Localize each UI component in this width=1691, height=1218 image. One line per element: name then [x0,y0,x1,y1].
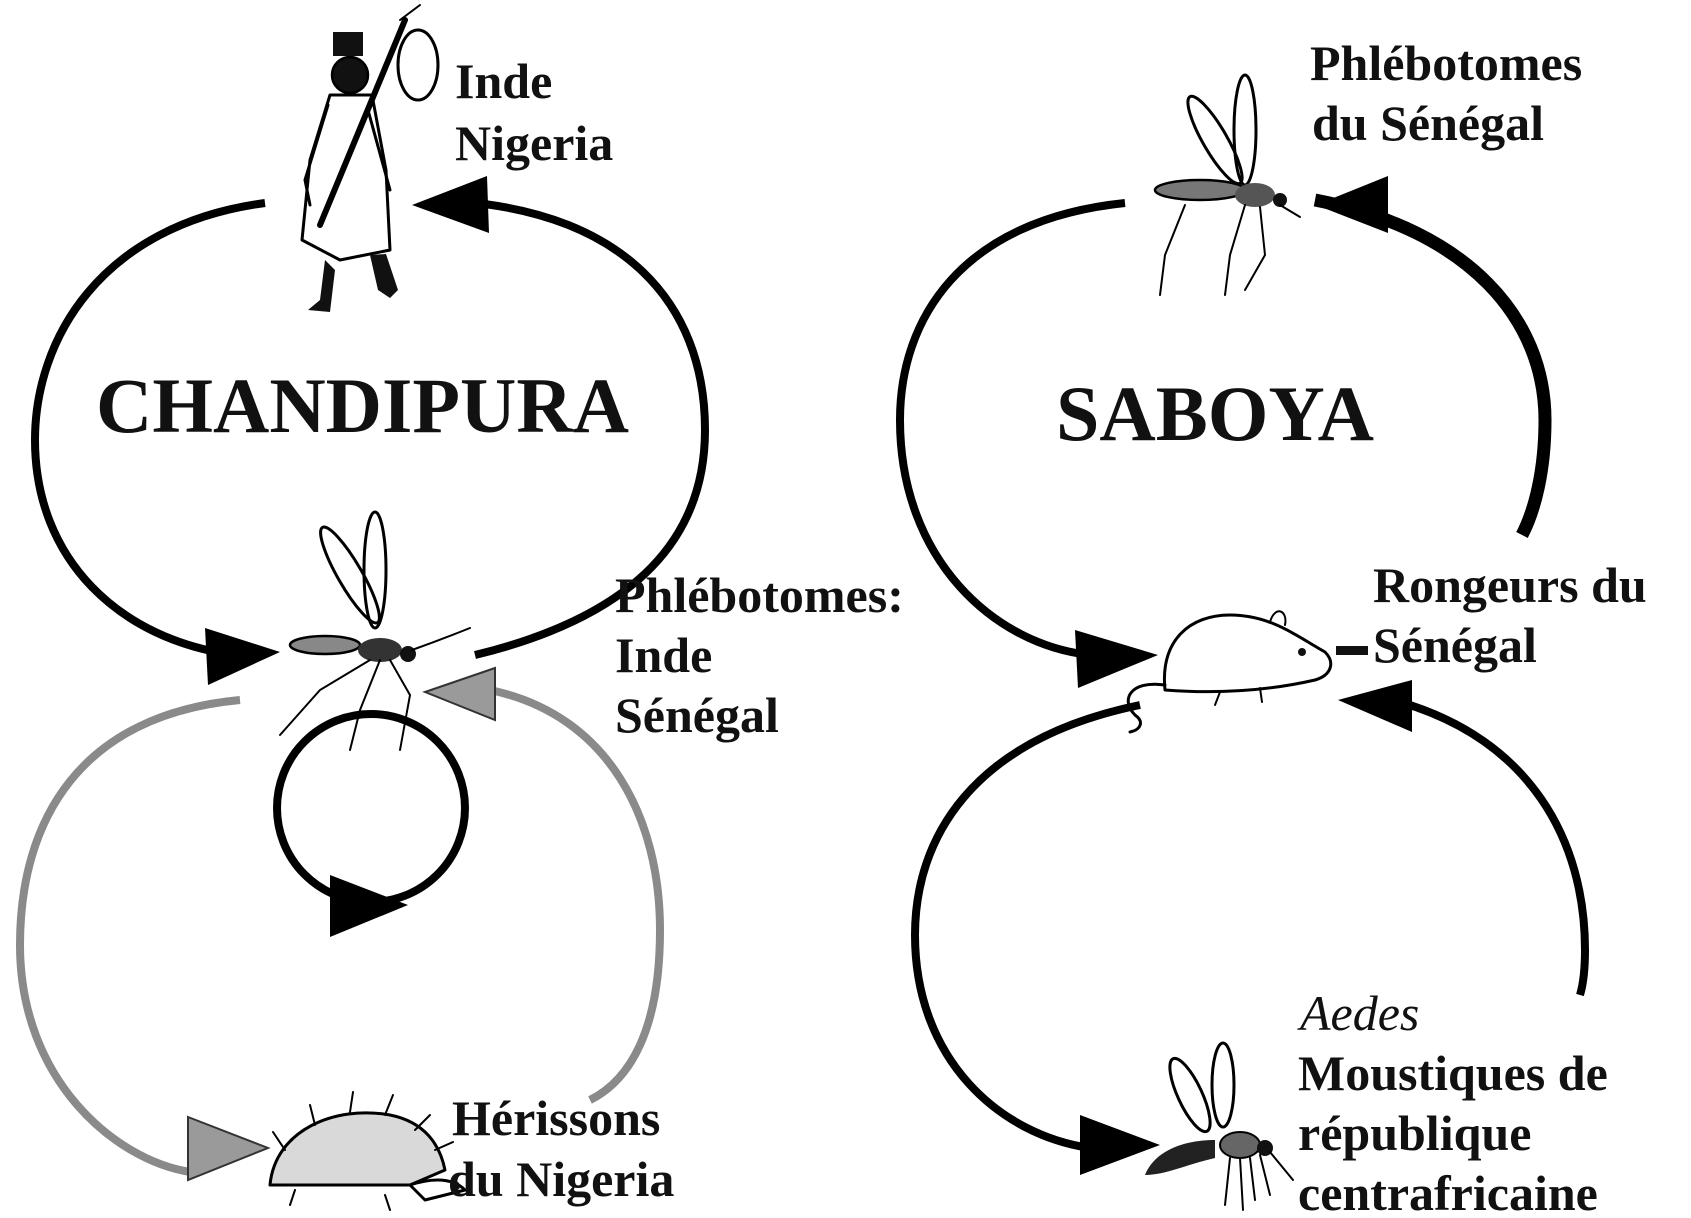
chandipura-arrowhead-to-human [412,176,489,233]
saboya-rodent-label-2: Sénégal [1373,617,1537,673]
saboya-cycle: SABOYA Phlébotomes du Sénégal Rongeurs d… [900,35,1647,1218]
chandipura-hedgehog-label-2: du Nigeria [448,1151,674,1207]
saboya-sandfly-label-1: Phlébotomes [1310,35,1582,91]
saboya-mosquito-label-2: république [1298,1105,1531,1161]
saboya-arrowhead-to-rodent [1075,630,1158,688]
chandipura-title: CHANDIPURA [96,362,629,449]
hedgehog-icon [270,1092,465,1210]
chandipura-human-label-2: Nigeria [455,115,613,171]
chandipura-arrowhead-to-hedgehog [188,1117,268,1180]
saboya-mosquito-genus: Aedes [1297,985,1419,1041]
sandfly-icon [1155,75,1300,295]
traveler-icon [302,5,438,312]
saboya-mosquito-label-1: Moustiques de [1298,1045,1608,1101]
chandipura-arrowhead-to-sandfly [205,628,280,685]
saboya-arrowhead-to-rodent-lower [1338,680,1412,732]
chandipura-transovarial-loop [277,714,465,902]
chandipura-hedgehog-cycle-arc-left [20,700,240,1172]
saboya-lower-cycle-arc-left [915,705,1140,1148]
chandipura-sandfly-label-1: Phlébotomes: [615,567,904,623]
chandipura-cycle: CHANDIPURA Inde Nigeria [20,5,904,1210]
chandipura-arrowhead-to-sandfly-grey [425,668,495,720]
saboya-sandfly-label-2: du Sénégal [1312,95,1544,151]
chandipura-arrowhead-inner-loop [330,875,408,937]
chandipura-hedgehog-label-1: Hérissons [452,1090,660,1146]
saboya-lower-cycle-arc-right [1400,702,1585,995]
saboya-mosquito-label-3: centrafricaine [1298,1165,1598,1218]
chandipura-hedgehog-cycle-arc-right [490,690,660,1100]
chandipura-sandfly-label-2: Inde [615,627,712,683]
rodent-label-connector [1336,646,1368,655]
chandipura-human-label-1: Inde [455,53,552,109]
mosquito-icon [1145,1043,1293,1210]
saboya-arrowhead-to-mosquito [1080,1115,1160,1175]
saboya-rodent-label-1: Rongeurs du [1373,557,1647,613]
chandipura-sandfly-label-3: Sénégal [615,687,779,743]
saboya-arrowhead-to-sandfly [1316,176,1388,233]
saboya-title: SABOYA [1056,370,1374,457]
saboya-upper-cycle-arc-right [1315,200,1545,535]
rodent-icon [1128,611,1330,732]
